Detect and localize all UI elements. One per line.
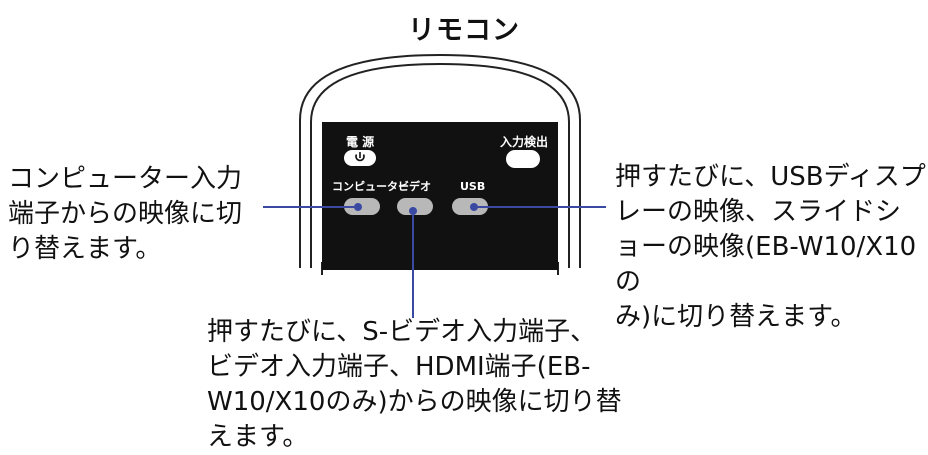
- power-label: 電 源: [346, 134, 374, 149]
- power-button[interactable]: [344, 150, 376, 166]
- computer-label: コンピューター: [332, 180, 409, 193]
- video-leader-dot: [409, 207, 417, 215]
- remote-control-illustration: 電 源 入力検出 コンピューター ビデオ USB: [263, 53, 606, 318]
- usb-label: USB: [460, 180, 485, 193]
- video-callout-text: 押すたびに、S-ビデオ入力端子、 ビデオ入力端子、HDMI端子(EB- W10/…: [207, 317, 622, 452]
- diagram-title: リモコン: [408, 15, 520, 46]
- usb-leader-dot: [470, 203, 478, 211]
- remote-control-panel: [322, 122, 558, 270]
- leader-lines: [263, 203, 606, 318]
- computer-callout-text: コンピューター入力 端子からの映像に切 り替えます。: [8, 164, 243, 264]
- video-button[interactable]: [397, 198, 433, 215]
- source-search-label: 入力検出: [500, 134, 548, 149]
- power-icon: [355, 152, 365, 162]
- computer-button[interactable]: [344, 198, 380, 215]
- usb-button[interactable]: [452, 198, 488, 215]
- source-search-button[interactable]: [506, 150, 540, 168]
- usb-callout-text: 押すたびに、USBディスプ レーの映像、スライドシ ョーの映像(EB-W10/X…: [615, 162, 926, 332]
- video-label: ビデオ: [398, 179, 431, 193]
- computer-leader-dot: [354, 203, 362, 211]
